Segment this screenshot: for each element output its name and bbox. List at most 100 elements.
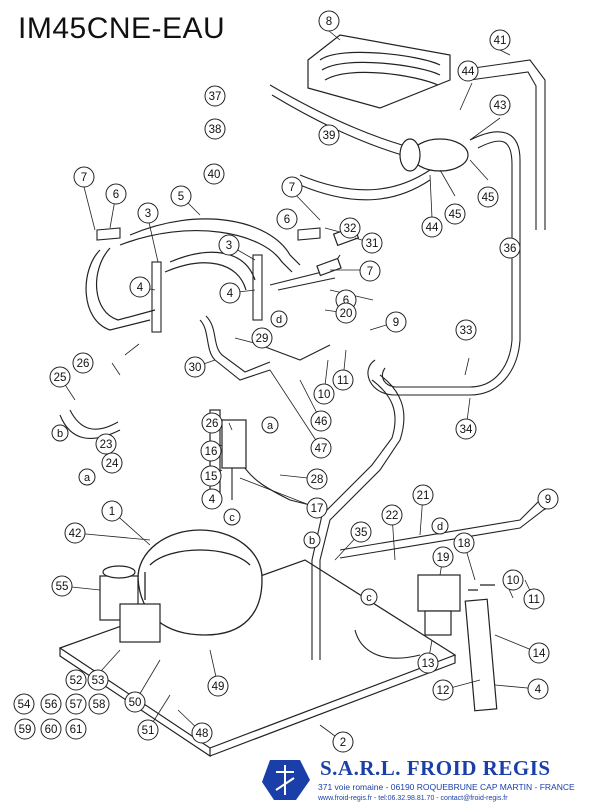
group-callout-56-label: 56 xyxy=(45,699,58,711)
connector-a: a xyxy=(261,416,279,434)
part-callout-28: 28 xyxy=(306,468,328,490)
connector-c-circle xyxy=(360,588,378,606)
connector-c-label: c xyxy=(366,592,372,604)
part-callout-3-label: 3 xyxy=(145,208,151,220)
part-callout-7: 7 xyxy=(281,176,303,198)
part-callout-25: 25 xyxy=(49,366,71,388)
part-callout-3-label: 3 xyxy=(226,240,232,252)
part-callout-8-circle xyxy=(318,10,340,32)
water-valve xyxy=(417,574,498,712)
connector-a-label: a xyxy=(267,420,274,432)
group-callout-60-circle xyxy=(40,718,62,740)
group-callout-53: 53 xyxy=(87,669,109,691)
part-callout-37: 37 xyxy=(204,85,226,107)
part-callout-21-circle xyxy=(412,484,434,506)
group-callout-61: 61 xyxy=(65,718,87,740)
part-callout-20-circle xyxy=(335,302,357,324)
connector-c-label: c xyxy=(229,512,235,524)
part-callout-44-label: 44 xyxy=(462,66,475,78)
company-address: 371 voie romaine - 06190 ROQUEBRUNE CAP … xyxy=(318,782,575,792)
part-callout-26-label: 26 xyxy=(77,358,90,370)
part-callout-55-label: 55 xyxy=(56,581,69,593)
connector-b-label: b xyxy=(57,428,63,440)
part-callout-29: 29 xyxy=(251,327,273,349)
part-callout-4-circle xyxy=(201,488,223,510)
company-name: S.A.R.L. FROID REGIS xyxy=(320,756,551,780)
logo-mark xyxy=(262,760,310,800)
part-callout-4: 4 xyxy=(129,276,151,298)
part-callout-7-circle xyxy=(359,260,381,282)
part-callout-13-label: 13 xyxy=(422,658,435,670)
group-callout-52-circle xyxy=(65,669,87,691)
part-callout-25-circle xyxy=(49,366,71,388)
part-callout-49: 49 xyxy=(207,675,229,697)
part-callout-11: 11 xyxy=(332,369,354,391)
part-callout-7: 7 xyxy=(73,166,95,188)
connector-d-label: d xyxy=(276,314,282,326)
part-callout-47-label: 47 xyxy=(315,443,328,455)
part-callout-2-label: 2 xyxy=(340,737,346,749)
brackets xyxy=(96,227,321,333)
part-callout-45-label: 45 xyxy=(449,209,462,221)
part-callout-34-circle xyxy=(455,418,477,440)
part-callout-41: 41 xyxy=(489,29,511,51)
part-callout-10-label: 10 xyxy=(318,389,331,401)
part-callout-9-label: 9 xyxy=(393,317,399,329)
part-callout-50-circle xyxy=(124,691,146,713)
connector-d: d xyxy=(431,517,449,535)
part-callout-6-label: 6 xyxy=(113,189,119,201)
part-callout-10-circle xyxy=(502,569,524,591)
part-callout-28-label: 28 xyxy=(311,474,324,486)
part-callout-38: 38 xyxy=(204,118,226,140)
part-callout-14: 14 xyxy=(528,642,550,664)
part-callout-12-circle xyxy=(432,679,454,701)
part-callout-12-label: 12 xyxy=(437,685,450,697)
part-callout-6-circle xyxy=(276,208,298,230)
part-callout-34-label: 34 xyxy=(460,424,473,436)
part-callout-33-circle xyxy=(455,319,477,341)
part-callout-9-circle xyxy=(537,488,559,510)
connector-d: d xyxy=(270,310,288,328)
part-callout-39-label: 39 xyxy=(323,130,336,142)
part-callout-20-label: 20 xyxy=(340,308,353,320)
part-callout-3: 3 xyxy=(137,202,159,224)
part-callout-51: 51 xyxy=(137,719,159,741)
connector-b-circle xyxy=(51,424,69,442)
part-callout-46: 46 xyxy=(310,410,332,432)
part-callout-35-label: 35 xyxy=(355,527,368,539)
part-callout-42: 42 xyxy=(64,522,86,544)
part-callout-50-label: 50 xyxy=(129,697,142,709)
part-callout-4-label: 4 xyxy=(209,494,216,506)
part-callout-10: 10 xyxy=(313,383,335,405)
part-callout-44: 44 xyxy=(457,60,479,82)
part-callout-19: 19 xyxy=(432,546,454,568)
connector-b: b xyxy=(51,424,69,442)
part-callout-7-label: 7 xyxy=(367,266,373,278)
part-callout-9-circle xyxy=(385,311,407,333)
group-callout-58-circle xyxy=(88,693,110,715)
group-callout-56-circle xyxy=(40,693,62,715)
part-callout-29-circle xyxy=(251,327,273,349)
part-callout-15-circle xyxy=(200,465,222,487)
part-callout-5-label: 5 xyxy=(178,191,184,203)
part-callout-44-label: 44 xyxy=(426,222,439,234)
part-callout-45: 45 xyxy=(477,186,499,208)
group-callout-54: 54 xyxy=(13,693,35,715)
part-callout-32-circle xyxy=(339,217,361,239)
part-callout-14-label: 14 xyxy=(533,648,546,660)
part-callout-22-label: 22 xyxy=(386,510,399,522)
group-callout-58: 58 xyxy=(88,693,110,715)
part-callout-6: 6 xyxy=(276,208,298,230)
group-callout-54-label: 54 xyxy=(18,699,31,711)
part-callout-45-circle xyxy=(477,186,499,208)
part-callout-36: 36 xyxy=(499,237,521,259)
part-callout-16-circle xyxy=(200,440,222,462)
part-callout-40-label: 40 xyxy=(208,169,221,181)
part-callout-6-circle xyxy=(105,183,127,205)
part-callout-10-label: 10 xyxy=(507,575,520,587)
part-callout-24-label: 24 xyxy=(106,458,119,470)
part-callout-11-circle xyxy=(332,369,354,391)
part-callout-33: 33 xyxy=(455,319,477,341)
